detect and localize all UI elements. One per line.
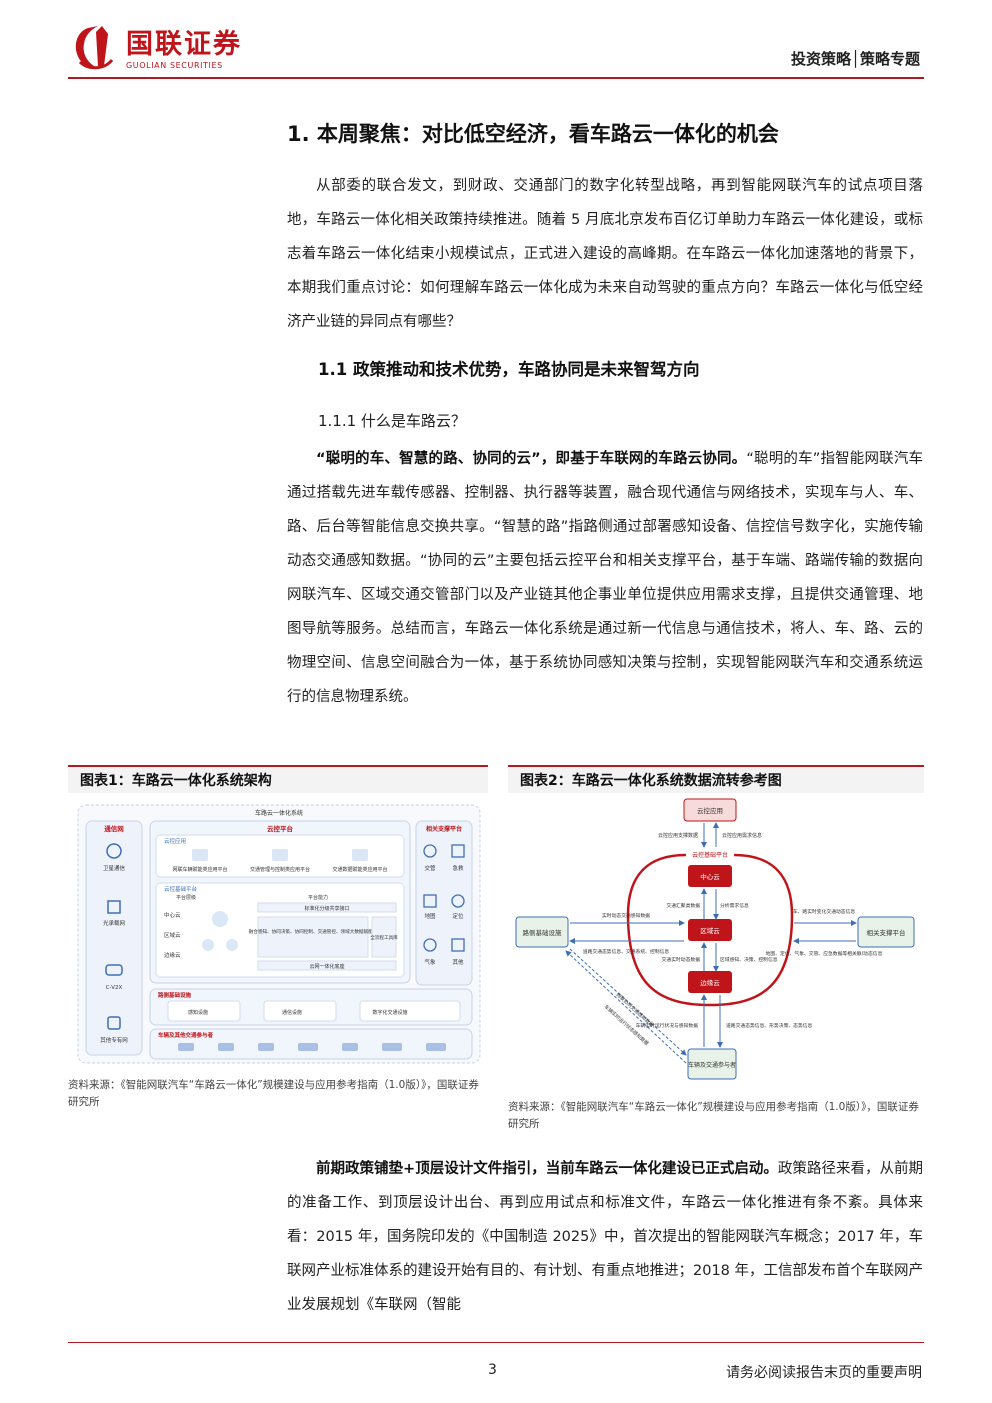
subsubsection-heading: 1.1.1 什么是车路云？: [318, 412, 466, 430]
policy-body: 政策路径来看，从前期的准备工作、到顶层设计出台、再到应用试点和标准文件，车路云一…: [287, 1161, 924, 1313]
svg-text:车辆及交通参与者: 车辆及交通参与者: [688, 1061, 736, 1069]
svg-text:地图、定位、气象、交管、应急数据等相关静/动态信息: 地图、定位、气象、交管、应急数据等相关静/动态信息: [766, 950, 883, 957]
definition-body: “聪明的车”指智能网联汽车通过搭载先进车载传感器、控制器、执行器等装置，融合现代…: [287, 451, 923, 705]
svg-text:中心云: 中心云: [700, 872, 720, 881]
svg-text:交通数据赋能类应用平台: 交通数据赋能类应用平台: [332, 866, 387, 873]
location-icon: [451, 894, 465, 908]
svg-text:路侧基础设施: 路侧基础设施: [523, 928, 563, 937]
svg-text:车、路实时变化交通动态信息: 车、路实时变化交通动态信息: [793, 908, 856, 915]
section-heading: 1. 本周聚焦：对比低空经济，看车路云一体化的机会: [287, 122, 779, 146]
svg-text:云网一体化底座: 云网一体化底座: [309, 963, 344, 970]
svg-text:通信设施: 通信设施: [282, 1009, 302, 1016]
svg-text:交通实时动态数据: 交通实时动态数据: [662, 956, 701, 963]
svg-text:感知设施: 感知设施: [188, 1009, 208, 1016]
svg-text:边缘云: 边缘云: [700, 978, 720, 987]
svg-text:气象: 气象: [424, 958, 436, 966]
svg-text:地图: 地图: [424, 912, 436, 920]
svg-text:中心云: 中心云: [164, 911, 181, 919]
ambulance-icon: [451, 844, 465, 858]
svg-text:云控应用: 云控应用: [164, 837, 186, 845]
figure-2-source: 资料来源：《智能网联汽车“车路云一体化”规模建设与应用参考指南（1.0版）》，国…: [508, 1101, 919, 1130]
definition-lead: “聪明的车、智慧的路、协同的云”，即基于车联网的车路云协同。: [316, 451, 747, 467]
svg-text:云控基础平台: 云控基础平台: [164, 885, 198, 893]
private-network-icon: [107, 1016, 121, 1030]
svg-text:区域云: 区域云: [700, 926, 720, 935]
brand-name: 国联证券: [126, 29, 242, 60]
svg-text:路侧基础设施: 路侧基础设施: [158, 991, 192, 999]
figure-2-title: 图表2：车路云一体化系统数据流转参考图: [508, 765, 924, 793]
svg-text:平台能力: 平台能力: [308, 894, 328, 901]
traffic-police-icon: [423, 844, 437, 858]
svg-text:车辆实时运行状况与感知数据: 车辆实时运行状况与感知数据: [636, 1022, 699, 1029]
svg-text:云控基础平台: 云控基础平台: [692, 851, 728, 859]
c-v2x-icon: [105, 964, 123, 976]
header-divider: [68, 77, 924, 79]
figure-1: 图表1：车路云一体化系统架构 车路云一体化系统 通信网 卫星通信 光承载网 C-…: [68, 765, 488, 1111]
svg-text:相关支撑平台: 相关支撑平台: [867, 928, 906, 937]
svg-text:融合感知、协同决策、协同控制、交通管控、领域大数据赋能等: 融合感知、协同决策、协同控制、交通管控、领域大数据赋能等: [249, 928, 378, 935]
svg-text:云控平台: 云控平台: [267, 824, 294, 833]
svg-text:道路交通态势信息、形势决策、态势信息: 道路交通态势信息、形势决策、态势信息: [726, 1022, 813, 1029]
svg-text:交通汇聚类数据: 交通汇聚类数据: [666, 902, 700, 909]
subsection-heading: 1.1 政策推动和技术优势，车路协同是未来智驾方向: [318, 360, 700, 379]
svg-text:急救: 急救: [452, 864, 464, 872]
policy-paragraph: 前期政策铺垫+顶层设计文件指引，当前车路云一体化建设已正式启动。政策路径来看，从…: [287, 1152, 923, 1322]
svg-text:全流程工具库: 全流程工具库: [370, 934, 398, 941]
svg-text:平台层级: 平台层级: [176, 894, 196, 901]
fig1-right-title: 相关支撑平台: [426, 825, 462, 833]
svg-text:数字化交通设施: 数字化交通设施: [372, 1009, 407, 1016]
svg-text:云控应用: 云控应用: [697, 806, 723, 815]
svg-text:车辆及其他交通参与者: 车辆及其他交通参与者: [158, 1031, 214, 1039]
logo-mark-icon: [75, 26, 114, 70]
figure-1-title: 图表1：车路云一体化系统架构: [68, 765, 488, 793]
vehicles-icon: [178, 1043, 446, 1051]
svg-text:光承载网: 光承载网: [103, 919, 126, 927]
figure-2: 图表2：车路云一体化系统数据流转参考图 云控应用 云控应用支撑数据 云控应用需求…: [508, 765, 924, 1133]
svg-text:标准化分级共享接口: 标准化分级共享接口: [304, 905, 349, 912]
svg-text:其他: 其他: [452, 958, 464, 966]
svg-text:边缘云: 边缘云: [164, 951, 181, 959]
svg-text:交管: 交管: [424, 864, 436, 872]
svg-text:区域云: 区域云: [164, 931, 181, 939]
fig1-top-label: 车路云一体化系统: [255, 809, 303, 817]
svg-text:卫星通信: 卫星通信: [103, 864, 126, 872]
svg-text:实时动态交通感知数据: 实时动态交通感知数据: [602, 912, 650, 919]
satellite-icon: [106, 843, 122, 859]
fiber-network-icon: [107, 900, 121, 914]
footer-divider: [68, 1342, 924, 1343]
svg-text:云控应用需求信息: 云控应用需求信息: [722, 832, 762, 839]
svg-text:其他专有网: 其他专有网: [100, 1036, 128, 1044]
intro-paragraph: 从部委的联合发文，到财政、交通部门的数字化转型战略，再到智能网联汽车的试点项目落…: [287, 178, 923, 330]
brand-logo: [68, 22, 288, 74]
svg-text:道路交通态势信息、交通系统、控制信息: 道路交通态势信息、交通系统、控制信息: [583, 948, 670, 955]
policy-lead: 前期政策铺垫+顶层设计文件指引，当前车路云一体化建设已正式启动。: [316, 1161, 778, 1177]
page-number: 3: [488, 1362, 497, 1378]
svg-text:云控应用支撑数据: 云控应用支撑数据: [658, 832, 698, 839]
weather-icon: [423, 938, 437, 952]
footer-disclaimer: 请务必阅读报告末页的重要声明: [726, 1365, 922, 1381]
svg-text:区域感知、决策、控制信息: 区域感知、决策、控制信息: [720, 956, 778, 963]
map-icon: [423, 894, 437, 908]
figure-1-diagram: 车路云一体化系统 通信网 卫星通信 光承载网 C-V2X 其他专有网 相关支撑平…: [77, 804, 481, 1064]
definition-paragraph: “聪明的车、智慧的路、协同的云”，即基于车联网的车路云协同。“聪明的车”指智能网…: [287, 442, 923, 714]
other-icon: [451, 938, 465, 952]
figure-1-source: 资料来源：《智能网联汽车“车路云一体化”规模建设与应用参考指南（1.0版）》，国…: [68, 1079, 479, 1108]
section-label: 投资策略│策略专题: [790, 50, 920, 68]
svg-text:分析需求信息: 分析需求信息: [720, 902, 749, 909]
brand-name-en: GUOLIAN SECURITIES: [126, 61, 223, 70]
figure-2-diagram: 云控应用 云控应用支撑数据 云控应用需求信息 云控基础平台 中心云 区域云 边缘…: [515, 798, 915, 1080]
fig1-left-title: 通信网: [104, 824, 124, 833]
svg-text:网联车辆赋能类应用平台: 网联车辆赋能类应用平台: [172, 866, 227, 873]
svg-text:C-V2X: C-V2X: [106, 985, 123, 991]
svg-text:交通管理与控制类应用平台: 交通管理与控制类应用平台: [250, 866, 310, 873]
svg-text:定位: 定位: [452, 912, 464, 920]
